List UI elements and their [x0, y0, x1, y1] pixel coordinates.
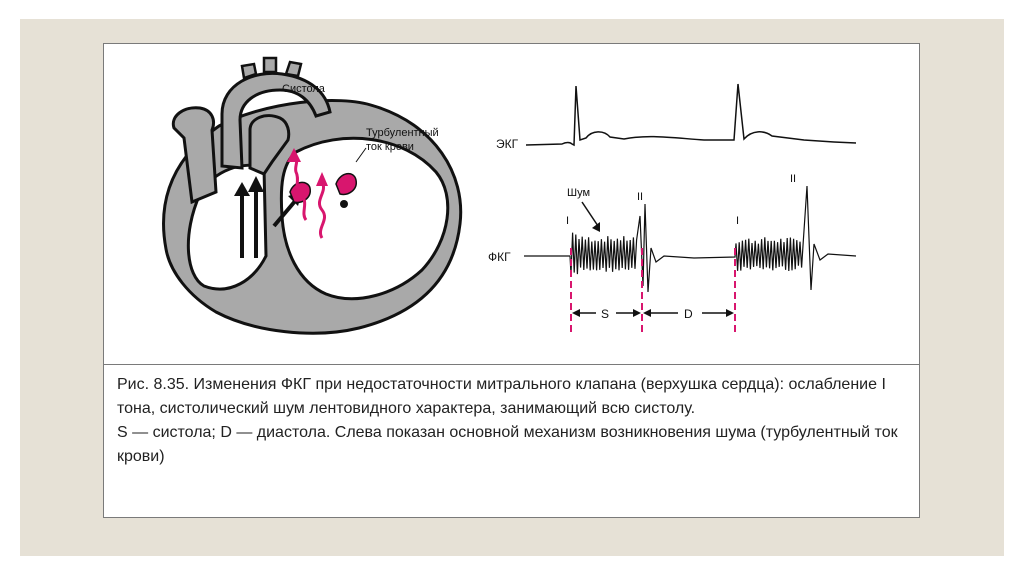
interval-s-label: S: [601, 307, 609, 321]
tone-II-label-1: II: [637, 191, 643, 203]
pcg-trace-group: ФКГ Шум I II I II: [488, 173, 857, 293]
caption-paragraph-2: S — систола; D — диастола. Слева показан…: [117, 424, 898, 465]
pcg-trace: [524, 185, 857, 293]
ecg-label: ЭКГ: [496, 137, 519, 151]
turbulent-flow-arrows: [317, 181, 327, 239]
murmur-pointer: [581, 201, 599, 227]
figure-card: Систола Турбулентный ток крови ЭКГ ФКГ Ш…: [103, 43, 920, 518]
tone-I-label-1: I: [566, 215, 569, 227]
pulmonary-trunk: [248, 114, 291, 176]
heart-diagram: Систола Турбулентный ток крови: [162, 56, 463, 335]
aorta: [220, 71, 332, 170]
murmur-label: Шум: [567, 187, 590, 199]
vena-cava: [171, 106, 218, 205]
caption-divider: [104, 364, 919, 365]
interval-d-label: D: [684, 307, 693, 321]
figure-illustration: Систола Турбулентный ток крови ЭКГ ФКГ Ш…: [104, 44, 919, 364]
label-turbulent-2: ток крови: [366, 141, 414, 153]
tone-II-label-2: II: [790, 173, 796, 185]
figure-caption: Рис. 8.35. Изменения ФКГ при недостаточн…: [117, 373, 907, 469]
ecg-trace: [525, 83, 857, 147]
ecg-trace-group: ЭКГ: [496, 83, 857, 151]
interval-markers: S D: [570, 248, 736, 336]
tone-I-label-2: I: [736, 215, 739, 227]
label-systole: Систола: [282, 83, 326, 95]
label-turbulent-1: Турбулентный: [366, 127, 439, 139]
caption-paragraph-1: Рис. 8.35. Изменения ФКГ при недостаточн…: [117, 376, 886, 417]
mitral-valve: [335, 172, 357, 196]
pcg-label: ФКГ: [488, 250, 511, 264]
